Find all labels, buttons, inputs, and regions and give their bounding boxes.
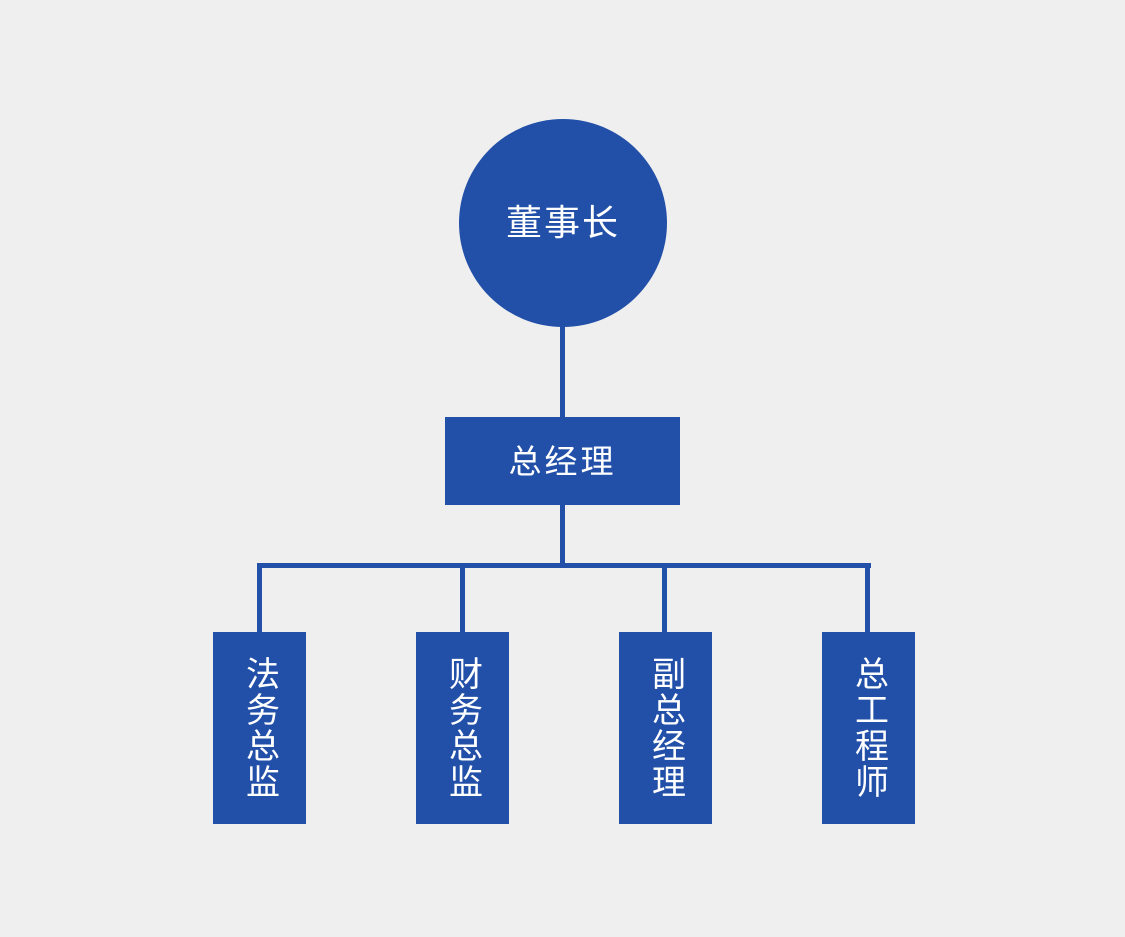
node-general-manager-label: 总经理: [508, 442, 617, 480]
connector-chairman-to-manager: [560, 320, 565, 420]
node-chairman-label: 董事长: [505, 202, 620, 243]
node-legal-director[interactable]: 法务总监: [213, 632, 306, 824]
node-finance-director[interactable]: 财务总监: [416, 632, 509, 824]
node-deputy-general-manager-label: 副总经理: [646, 656, 685, 800]
node-finance-director-label: 财务总监: [443, 656, 482, 800]
node-deputy-general-manager[interactable]: 副总经理: [619, 632, 712, 824]
node-legal-director-label: 法务总监: [240, 656, 279, 800]
connector-to-legal-director: [257, 563, 262, 635]
node-chief-engineer[interactable]: 总工程师: [822, 632, 915, 824]
node-general-manager[interactable]: 总经理: [445, 417, 680, 505]
connector-horizontal-bus: [259, 563, 871, 568]
node-chief-engineer-label: 总工程师: [849, 656, 888, 800]
connector-to-chief-engineer: [865, 563, 870, 635]
connector-to-deputy-general-manager: [662, 563, 667, 635]
connector-manager-trunk: [560, 504, 565, 567]
connector-to-finance-director: [460, 563, 465, 635]
node-chairman[interactable]: 董事长: [459, 119, 667, 327]
